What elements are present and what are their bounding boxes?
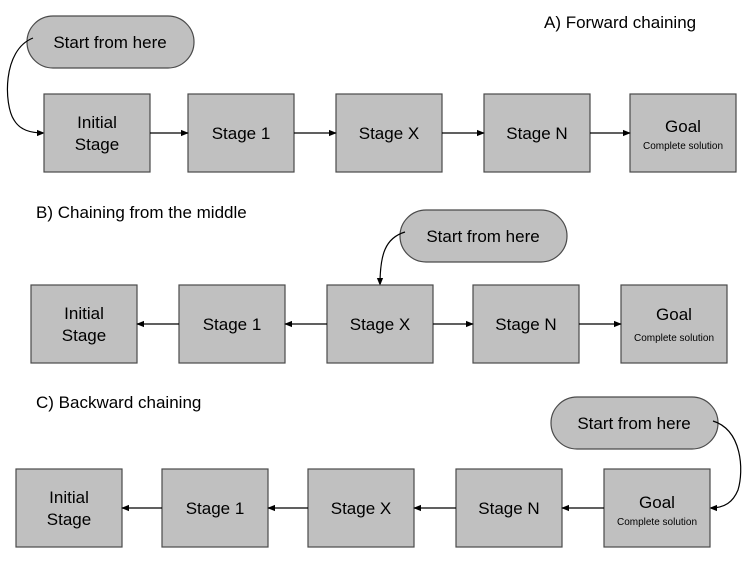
stage-label-goal-a: Goal [665,117,701,136]
stage-box-initial-b [30,284,138,364]
start-label-forward: Start from here [53,33,166,52]
stage-label-x-a: Stage X [359,124,420,143]
stage-box-x-c [307,468,415,548]
section-title-forward: A) Forward chaining [544,13,696,32]
stage-label-x-b: Stage X [350,315,411,334]
start-pointer-backward [709,420,742,512]
stage-box-n-b [472,284,580,364]
stage-box-1-c [161,468,269,548]
start-label-middle: Start from here [426,227,539,246]
stage-box-x-a [335,93,443,173]
stage-box-x-b [326,284,434,364]
section-backward-chaining: C) Backward chaining Start from here Ini… [15,393,742,548]
stage-label-1-c: Stage 1 [186,499,245,518]
start-label-backward: Start from here [577,414,690,433]
start-pointer-forward [6,37,45,137]
stage-box-initial-a [43,93,151,173]
stage-label-n-b: Stage N [495,315,556,334]
section-title-backward: C) Backward chaining [36,393,201,412]
stage-box-n-a [483,93,591,173]
stage-label-goal-c: Goal [639,493,675,512]
stage-label-x-c: Stage X [331,499,392,518]
stage-label-n-c: Stage N [478,499,539,518]
stage-label-initial-a-line1: Initial [77,113,117,132]
start-pointer-middle [376,231,406,286]
stage-sub-goal-a: Complete solution [643,141,723,152]
stage-box-goal-b [620,284,728,364]
section-title-middle: B) Chaining from the middle [36,203,247,222]
section-chaining-middle: B) Chaining from the middle Start from h… [30,203,728,364]
start-bubble-forward [26,15,195,69]
stage-label-goal-b: Goal [656,305,692,324]
stage-label-initial-a-line2: Stage [75,135,119,154]
stage-label-n-a: Stage N [506,124,567,143]
start-bubble-middle [399,209,568,263]
stage-label-1-a: Stage 1 [212,124,271,143]
stage-box-1-a [187,93,295,173]
stage-box-goal-c [603,468,711,548]
stage-box-initial-c [15,468,123,548]
stage-sub-goal-c: Complete solution [617,517,697,528]
stage-box-n-c [455,468,563,548]
stage-label-initial-b-line2: Stage [62,326,106,345]
stage-label-initial-c-line1: Initial [49,488,89,507]
stage-label-1-b: Stage 1 [203,315,262,334]
stage-label-initial-c-line2: Stage [47,510,91,529]
stage-box-1-b [178,284,286,364]
stage-label-initial-b-line1: Initial [64,304,104,323]
stage-sub-goal-b: Complete solution [634,333,714,344]
section-forward-chaining: A) Forward chaining Start from here Init… [6,13,737,173]
